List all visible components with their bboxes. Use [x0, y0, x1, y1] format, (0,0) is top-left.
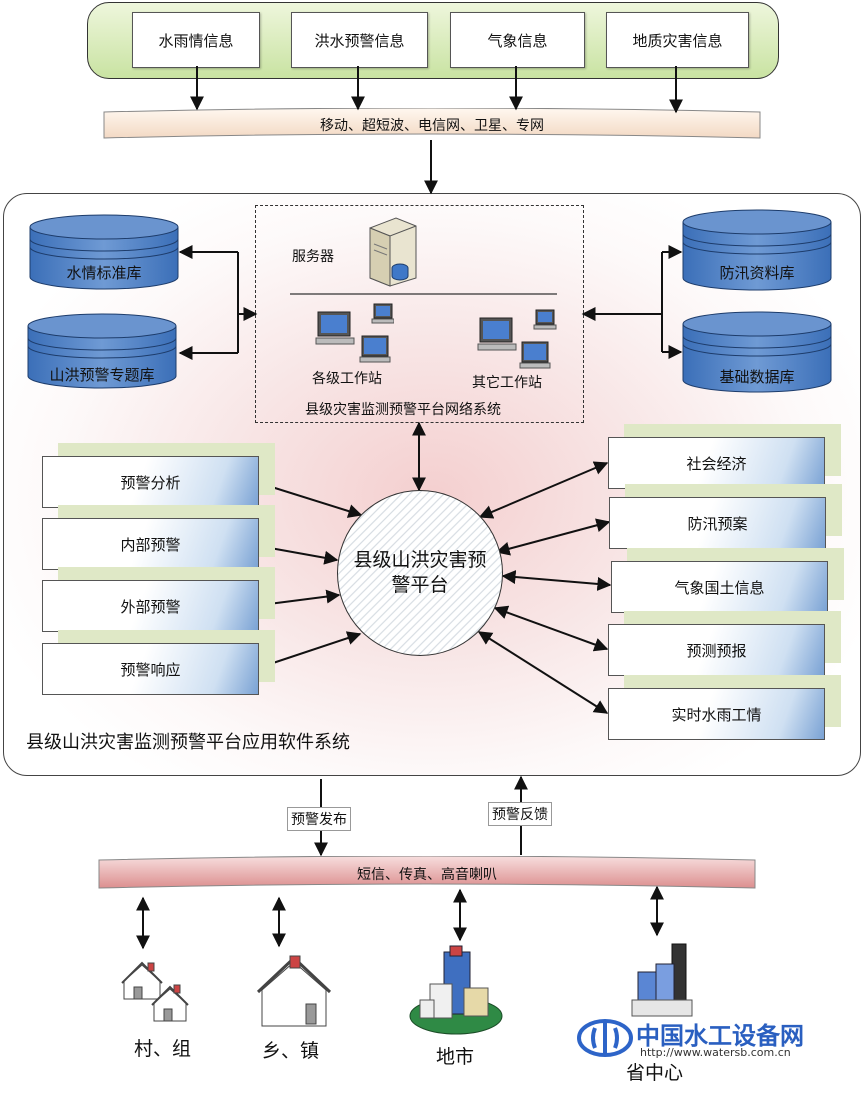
database-label-flood-data: 防汛资料库	[719, 264, 795, 282]
watermark-url: http://www.watersb.com.cn	[640, 1046, 791, 1059]
function-box-internal-warning: 内部预警	[42, 518, 259, 570]
network-system-title: 县级灾害监测预警平台网络系统	[305, 402, 501, 418]
watermark-logo-icon	[577, 1019, 633, 1057]
town-house-icon	[256, 955, 332, 1027]
source-box-rain: 水雨情信息	[132, 12, 260, 68]
platform-label: 县级山洪灾害预警平台	[353, 549, 487, 596]
receiver-village-label: 村、组	[134, 1038, 192, 1060]
receiver-city-label: 地市	[436, 1046, 475, 1068]
release-label: 预警发布	[287, 807, 351, 831]
database-flood-topic-icon	[27, 313, 177, 389]
system-title: 县级山洪灾害监测预警平台应用软件系统	[26, 732, 350, 753]
channel-ribbon-bottom: 短信、传真、高音喇叭	[98, 856, 756, 892]
function-box-realtime-rain: 实时水雨工情	[608, 688, 825, 740]
function-box-flood-plan: 防汛预案	[609, 497, 826, 549]
province-buildings-icon	[631, 943, 693, 1017]
source-box-weather: 气象信息	[450, 12, 585, 68]
watermark-name: 中国水工设备网	[636, 1022, 804, 1050]
function-box-social-economy: 社会经济	[608, 437, 825, 489]
city-buildings-icon	[409, 945, 503, 1035]
workstation-group-icon	[315, 303, 394, 363]
source-box-flood-warning: 洪水预警信息	[291, 12, 428, 68]
village-houses-icon	[121, 961, 189, 1022]
function-box-weather-land: 气象国土信息	[611, 561, 828, 613]
server-icon	[369, 217, 417, 287]
database-base-data-icon	[682, 311, 832, 393]
receiver-town-label: 乡、镇	[262, 1040, 320, 1062]
receiver-province-label: 省中心	[626, 1062, 684, 1084]
channel-top-label: 移动、超短波、电信网、卫星、专网	[320, 118, 544, 134]
database-label-base-data: 基础数据库	[719, 368, 795, 386]
database-water-standard-icon	[29, 214, 179, 290]
feedback-label: 预警反馈	[488, 802, 552, 826]
workstation-levels-label: 各级工作站	[312, 371, 382, 387]
server-label: 服务器	[292, 249, 334, 265]
platform-circle: 县级山洪灾害预警平台	[337, 490, 503, 656]
function-box-external-warning: 外部预警	[42, 580, 259, 632]
workstation-other-label: 其它工作站	[472, 375, 542, 391]
function-box-forecast: 预测预报	[608, 624, 825, 676]
database-label-flood-topic: 山洪预警专题库	[49, 366, 155, 384]
function-box-warning-response: 预警响应	[42, 643, 259, 695]
database-label-water-standard: 水情标准库	[66, 264, 142, 282]
source-box-geology: 地质灾害信息	[606, 12, 749, 68]
workstation-other-icon	[477, 309, 557, 369]
channel-ribbon-top: 移动、超短波、电信网、卫星、专网	[103, 108, 761, 142]
database-flood-data-icon	[682, 209, 832, 291]
channel-bottom-label: 短信、传真、高音喇叭	[357, 867, 497, 883]
function-box-warning-analysis: 预警分析	[42, 456, 259, 508]
